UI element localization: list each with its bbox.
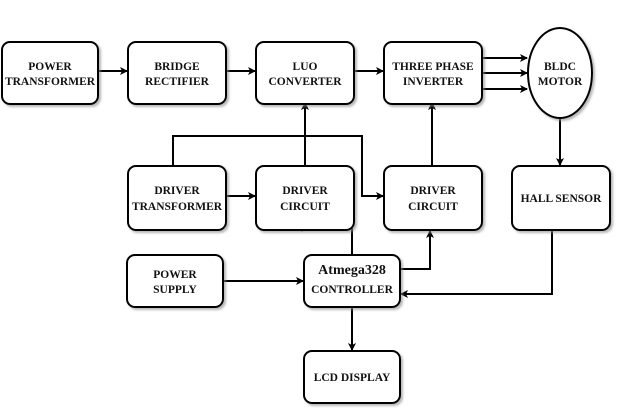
block-label: LUO	[293, 61, 318, 73]
block-label: THREE PHASE	[392, 61, 474, 73]
block-label: RECTIFIER	[145, 76, 210, 88]
block-label: BRIDGE	[154, 61, 200, 73]
block-hall-sensor: HALL SENSOR	[511, 165, 611, 231]
block-driver-transformer: DRIVER TRANSFORMER	[127, 165, 227, 231]
block-label: MOTOR	[538, 76, 583, 88]
block-label: DRIVER	[410, 185, 456, 197]
block-label: CIRCUIT	[280, 201, 330, 213]
block-driver-circuit-1: DRIVER CIRCUIT	[255, 165, 355, 231]
block-label: SUPPLY	[153, 284, 197, 296]
block-label: INVERTER	[403, 76, 464, 88]
block-luo-converter: LUO CONVERTER	[255, 41, 355, 105]
block-lcd-display: LCD DISPLAY	[303, 350, 401, 404]
block-label: POWER	[153, 269, 197, 281]
block-label: TRANSFORMER	[5, 76, 96, 88]
block-three-phase-inverter: THREE PHASE INVERTER	[383, 41, 483, 105]
block-label: CONTROLLER	[311, 284, 393, 296]
block-label: HALL SENSOR	[521, 193, 603, 205]
block-power-supply: POWER SUPPLY	[126, 254, 224, 308]
block-label: DRIVER	[154, 185, 200, 197]
arrow-hall-to-controller	[400, 230, 553, 298]
block-label: DRIVER	[282, 185, 328, 197]
block-label: CONVERTER	[268, 76, 342, 88]
arrow-controller-to-driver2	[400, 230, 434, 270]
block-bridge-rectifier: BRIDGE RECTIFIER	[127, 41, 227, 105]
block-power-transformer: POWER TRANSFORMER	[1, 41, 99, 105]
block-controller: Atmega328 CONTROLLER	[303, 254, 401, 308]
block-label: BLDC	[544, 61, 576, 73]
block-label: CIRCUIT	[408, 201, 458, 213]
block-label: Atmega328	[318, 263, 386, 278]
block-label: POWER	[28, 61, 72, 73]
block-driver-circuit-2: DRIVER CIRCUIT	[383, 165, 483, 231]
block-bldc-motor: BLDC MOTOR	[527, 27, 593, 119]
connectors	[98, 54, 564, 351]
block-label: TRANSFORMER	[132, 201, 223, 213]
block-label: LCD DISPLAY	[314, 372, 391, 384]
arrow-drvtransformer-to-driver2	[172, 135, 384, 200]
